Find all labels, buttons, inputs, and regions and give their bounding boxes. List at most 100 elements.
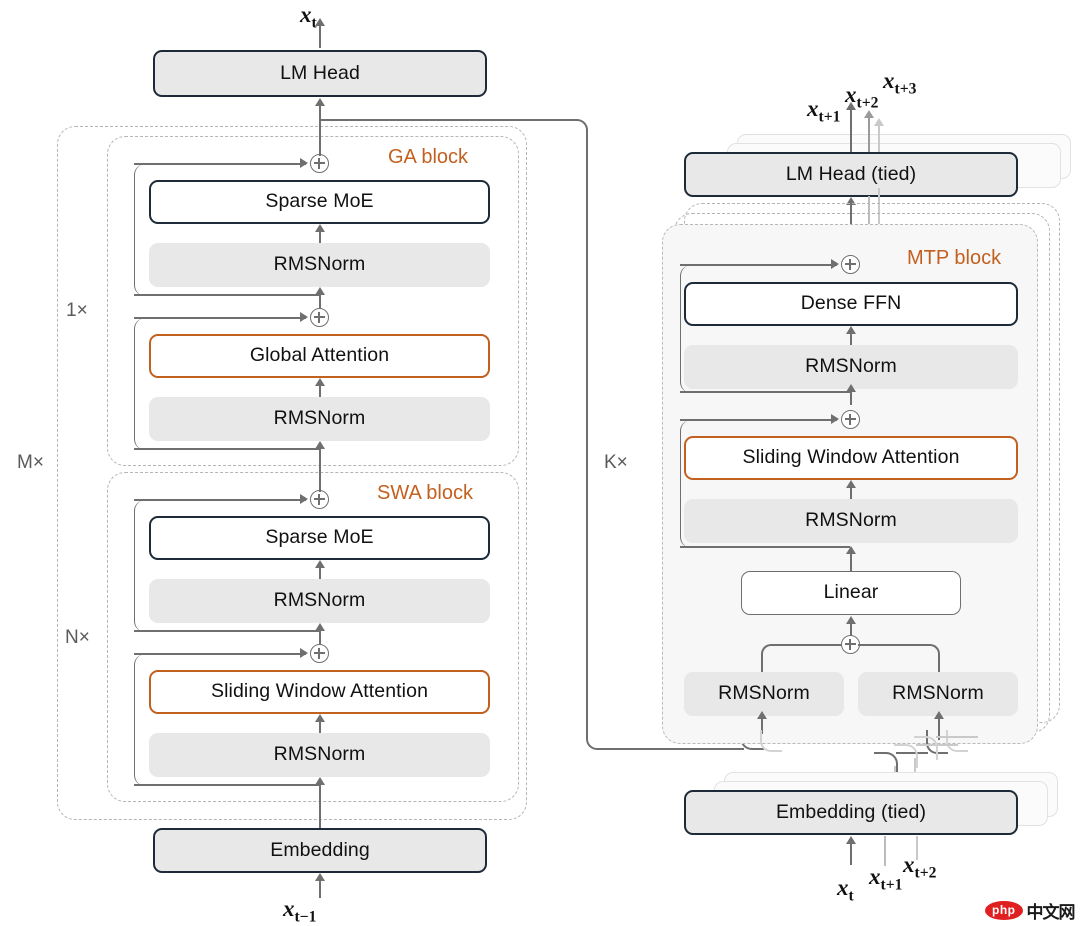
swa-repeat-label: N× [65,627,90,648]
mtp-ffn-add-node [841,255,860,274]
swa-rmsnorm-attn-label: RMSNorm [273,743,366,766]
ga-attn-residual-arrowhead [300,312,308,322]
mtp-rmsnorm-left-box: RMSNorm [684,672,844,716]
mtp-attn-residual-bottom [680,546,850,549]
mtp-attn-residual-left [680,420,1020,548]
mtp-norm-left-input-arrow [756,711,767,719]
swa-block-label: SWA block [377,482,473,504]
mtp-feed-corner-bottom [586,728,608,750]
ga-global-attention-box[interactable]: Global Attention [149,334,490,378]
ga-moe-residual-top [134,163,306,166]
mtp-lm-head-box[interactable]: LM Head (tied) [684,152,1018,197]
mtp-attn-to-norm-line [850,391,853,405]
swa-sparse-moe-box[interactable]: Sparse MoE [149,516,490,560]
main-input-token-label: xt−1 [283,896,317,926]
mtp-concat-line-right [858,644,921,647]
ga-input-arrow [314,441,325,449]
mtp-ffn-residual-top [680,264,837,267]
mtp-linear-to-norm-line [850,553,853,573]
mtp-ffn-residual-left [680,265,1020,393]
ga-repeat-label: 1× [66,300,88,321]
swa-norm-to-attn-line [319,721,322,739]
ga-rmsnorm-ffn-box: RMSNorm [149,243,490,287]
mtp-dense-ffn-box[interactable]: Dense FFN [684,282,1018,326]
mtp-attn-add-node [841,410,860,429]
mtp-linear-label: Linear [823,581,879,604]
ga-rmsnorm-attn-box: RMSNorm [149,397,490,441]
main-embedding-input-line [319,880,322,898]
ga-rmsnorm-ffn-label: RMSNorm [273,253,366,276]
mtp-embedding-box[interactable]: Embedding (tied) [684,790,1018,835]
main-embedding-label: Embedding [270,838,370,861]
mtp-input-token-2: xt+1 [869,864,903,894]
mtp-norm-right-input-arrow [933,711,944,719]
mtp-norm-to-attn-arrow [845,480,856,488]
swa-rmsnorm-ffn-box: RMSNorm [149,579,490,623]
main-lm-head-label: LM Head [280,61,360,84]
mtp-attention-label: Sliding Window Attention [742,446,960,469]
ga-attn-to-norm-arrow [314,287,325,295]
mtp-rmsnorm-attn-label: RMSNorm [805,509,897,532]
mtp-concat-corner-left [761,644,781,664]
swa-rmsnorm-attn-box: RMSNorm [149,733,490,777]
swa-norm-to-attn-arrow [314,714,325,722]
swa-attn-residual-arrowhead [300,648,308,658]
watermark-php-logo: php [985,901,1023,920]
mtp-attn-to-norm-arrow [845,384,856,392]
main-output-arrow-line [319,24,322,48]
mtp-linear-to-norm-arrow [845,546,856,554]
main-output-arrow-head [314,18,325,26]
ga-moe-residual-arrowhead [300,158,308,168]
swa-attn-to-norm-line [319,630,322,646]
ga-attn-residual-left [134,318,490,450]
main-embedding-input-arrow [314,873,325,881]
main-embedding-box[interactable]: Embedding [153,828,487,873]
ga-moe-add-node [310,154,329,173]
swa-attention-box[interactable]: Sliding Window Attention [149,670,490,714]
mtp-norm-left-input-line [761,718,764,734]
swa-attn-residual-top [134,653,306,656]
mtp-feed-horizontal-bottom [606,748,744,751]
mtp-concat-corner-right [920,644,940,664]
mtp-out3-line [878,125,880,155]
mtp-lm-head-input-arrow [845,197,856,205]
mtp-norm-to-attn-line [850,487,853,503]
ga-sparse-moe-box[interactable]: Sparse MoE [149,180,490,224]
mtp-dense-ffn-label: Dense FFN [800,292,902,315]
mtp-norm-to-ffn-arrow [845,326,856,334]
swa-moe-residual-left [134,500,490,632]
mtp-attention-box[interactable]: Sliding Window Attention [684,436,1018,480]
mtp-concat-down-left [761,662,764,674]
swa-moe-residual-top [134,499,306,502]
ga-norm-to-attn-line [319,385,322,403]
swa-sparse-moe-label: Sparse MoE [265,526,374,549]
mtp-input-token-3: xt+2 [903,852,937,882]
swa-rmsnorm-ffn-label: RMSNorm [273,589,366,612]
ga-attn-residual-bottom [134,448,319,451]
ga-norm-to-moe-arrow [314,224,325,232]
mtp-in1-line [850,843,853,865]
mtp-lm-head-label: LM Head (tied) [785,162,917,185]
mtp-ffn-residual-bottom [680,391,850,394]
mtp-embed-feed-corner-d [914,736,938,760]
ga-attn-add-node [310,308,329,327]
mtp-in2-line [884,836,887,866]
mtp-attn-residual-arrowhead [831,414,839,424]
main-lm-head-box[interactable]: LM Head [153,50,487,97]
mtp-feed-vertical [586,138,589,738]
ga-sparse-moe-label: Sparse MoE [265,190,374,213]
mtp-ffn-residual-arrowhead [831,259,839,269]
main-outer-repeat-label: M× [17,452,44,473]
mtp-output-token-1: xt+1 [807,96,841,126]
mtp-rmsnorm-attn-box: RMSNorm [684,499,1018,543]
mtp-norm-to-ffn-line [850,333,853,349]
mtp-rmsnorm-right-box: RMSNorm [858,672,1018,716]
ga-block-container [107,136,519,466]
ga-norm-to-attn-arrow [314,378,325,386]
mtp-block-label: MTP block [907,247,1002,269]
mtp-out2-line [868,118,871,156]
mtp-output-token-2: xt+2 [845,82,879,112]
swa-block-container [107,472,519,802]
mtp-out2-arrow [863,110,874,118]
mtp-linear-box[interactable]: Linear [741,571,961,615]
